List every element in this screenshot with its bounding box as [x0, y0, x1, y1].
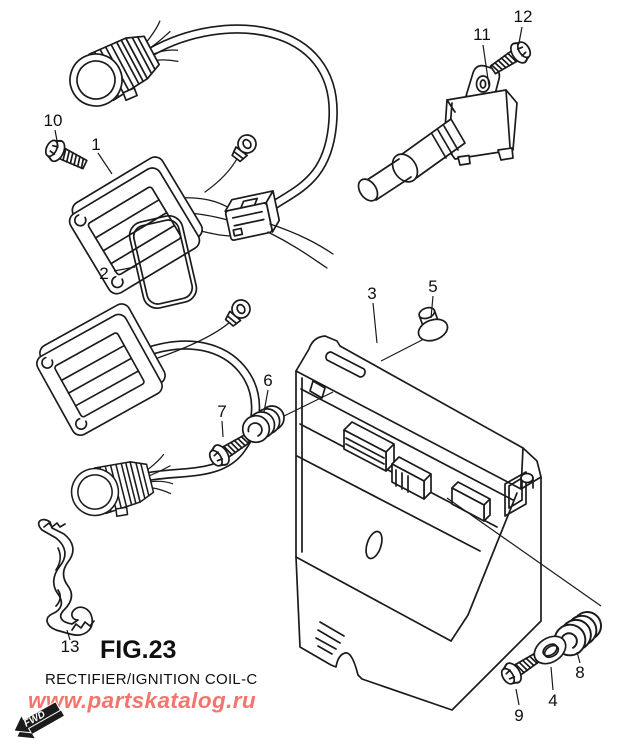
figure-title: RECTIFIER/IGNITION COIL-C: [45, 671, 258, 688]
ignition-coil-11: [357, 64, 518, 202]
callout-13: 13: [61, 629, 80, 656]
callout-9: 9: [514, 688, 524, 725]
connector-plug-2: [65, 449, 180, 528]
callout-7-label: 7: [217, 402, 226, 421]
rectifier-2: [29, 299, 173, 440]
callout-3: 3: [367, 284, 378, 344]
wire-connector-1: [224, 190, 281, 241]
reference-line-8: [446, 497, 602, 607]
callout-10-label: 10: [44, 111, 63, 130]
reference-line-5: [380, 338, 425, 362]
reference-line-6: [279, 391, 334, 419]
callout-1-label: 1: [91, 135, 100, 154]
grommet-6: [241, 405, 285, 444]
washer-4: [533, 635, 567, 665]
rectifier-harness-1: [59, 14, 338, 310]
flange-bolt-10: [41, 135, 91, 176]
fig-number: FIG.23: [100, 636, 176, 664]
rectifier-1: [61, 152, 211, 298]
callout-2: 2: [99, 264, 136, 283]
callout-6-label: 6: [263, 371, 272, 390]
connector-plug-1: [59, 14, 191, 123]
callout-13-label: 13: [61, 637, 80, 656]
callout-12-label: 12: [514, 7, 533, 26]
callout-3-label: 3: [367, 284, 376, 303]
callout-7: 7: [217, 402, 227, 438]
seal-gasket-2: [128, 214, 198, 310]
callout-6: 6: [263, 371, 273, 413]
callout-11: 11: [473, 25, 491, 87]
wire-clamp-13: [37, 518, 95, 636]
callout-9-label: 9: [514, 706, 523, 725]
callout-8: 8: [575, 651, 585, 682]
callout-11-label: 11: [473, 25, 491, 44]
flange-bolt-12: [486, 36, 536, 80]
callout-12: 12: [514, 7, 533, 44]
callout-1: 1: [91, 135, 113, 175]
callout-2-label: 2: [99, 264, 108, 283]
ring-terminal-1: [228, 130, 261, 165]
callout-5-label: 5: [428, 277, 437, 296]
callout-10: 10: [44, 111, 63, 147]
callout-4: 4: [548, 666, 558, 710]
callout-8-label: 8: [575, 663, 584, 682]
grommet-5: [417, 306, 449, 342]
bracket-case-3: [295, 335, 542, 711]
callout-5: 5: [428, 277, 438, 319]
watermark-text: www.partskatalog.ru: [28, 688, 256, 713]
callout-4-label: 4: [548, 691, 557, 710]
